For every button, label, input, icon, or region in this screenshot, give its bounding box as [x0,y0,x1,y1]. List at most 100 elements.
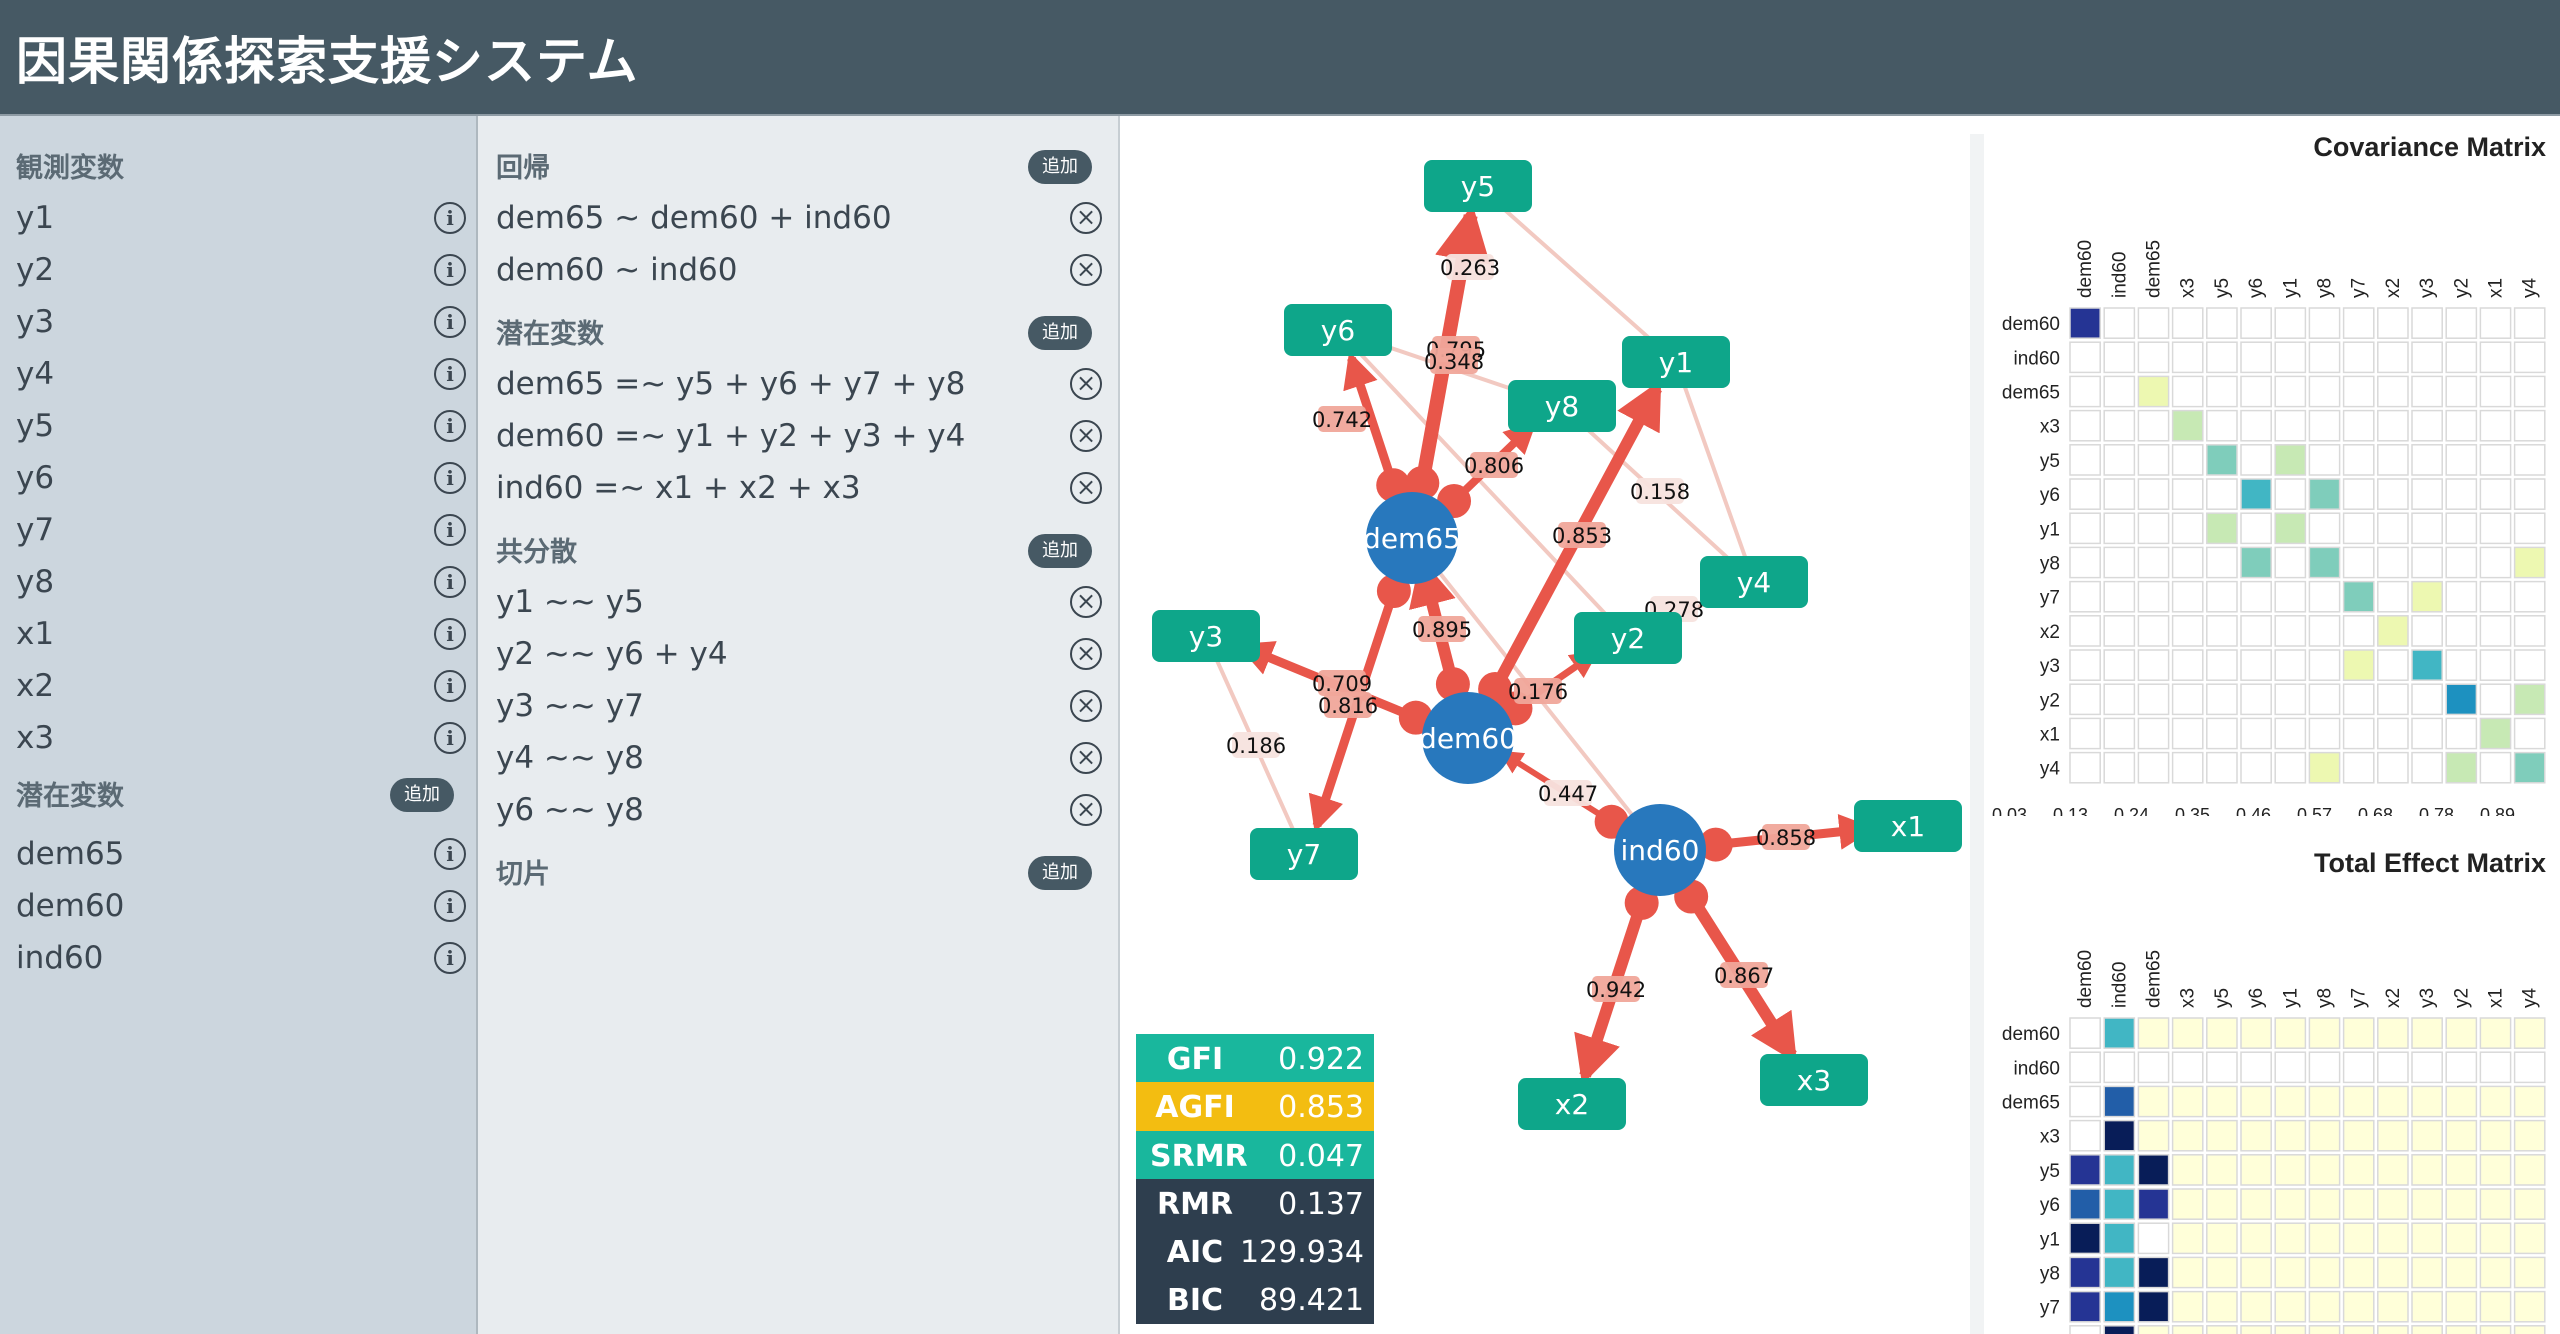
matrix-cell[interactable] [2206,1017,2238,1049]
matrix-cell[interactable] [2103,1085,2136,1118]
remove-icon[interactable]: × [1070,420,1102,452]
matrix-cell[interactable] [2240,1188,2272,1220]
matrix-cell[interactable] [2240,1085,2272,1118]
matrix-cell[interactable] [2103,1256,2136,1289]
matrix-cell[interactable] [2171,1222,2204,1255]
matrix-cell[interactable] [2206,1154,2238,1186]
add-regression-button[interactable]: 追加 [1028,150,1092,184]
matrix-cell[interactable] [2445,1222,2478,1255]
matrix-cell[interactable] [2171,717,2204,750]
matrix-cell[interactable] [2103,1222,2136,1255]
matrix-cell[interactable] [2206,1188,2238,1220]
matrix-cell[interactable] [2342,1222,2375,1255]
matrix-cell[interactable] [2513,1051,2546,1084]
add-covariance-button[interactable]: 追加 [1028,534,1092,568]
matrix-cell[interactable] [2069,1154,2101,1186]
matrix-cell[interactable] [2342,1119,2375,1152]
matrix-cell[interactable] [2445,751,2478,784]
matrix-cell[interactable] [2171,1325,2204,1334]
matrix-cell[interactable] [2240,1051,2272,1084]
info-icon[interactable]: i [434,202,466,234]
matrix-cell[interactable] [2445,1325,2478,1334]
matrix-cell[interactable] [2137,649,2170,681]
matrix-cell[interactable] [2411,1051,2443,1084]
matrix-cell[interactable] [2411,1119,2443,1152]
matrix-cell[interactable] [2069,717,2101,750]
matrix-cell[interactable] [2274,375,2307,408]
matrix-cell[interactable] [2342,512,2375,545]
path-edge[interactable] [1343,351,1398,487]
matrix-cell[interactable] [2479,546,2512,579]
matrix-cell[interactable] [2069,615,2101,647]
matrix-cell[interactable] [2240,1154,2272,1186]
matrix-cell[interactable] [2342,1256,2375,1289]
matrix-cell[interactable] [2171,341,2204,374]
matrix-cell[interactable] [2342,1051,2375,1084]
matrix-cell[interactable] [2479,751,2512,784]
matrix-cell[interactable] [2137,1290,2170,1323]
matrix-cell[interactable] [2103,1154,2136,1186]
matrix-cell[interactable] [2411,341,2443,374]
matrix-cell[interactable] [2445,615,2478,647]
matrix-cell[interactable] [2274,751,2307,784]
matrix-cell[interactable] [2342,751,2375,784]
matrix-cell[interactable] [2445,683,2478,716]
matrix-cell[interactable] [2411,751,2443,784]
matrix-cell[interactable] [2069,1051,2101,1084]
matrix-cell[interactable] [2240,580,2272,613]
matrix-cell[interactable] [2171,1051,2204,1084]
matrix-cell[interactable] [2479,1290,2512,1323]
matrix-cell[interactable] [2069,1290,2101,1323]
matrix-cell[interactable] [2479,1256,2512,1289]
matrix-cell[interactable] [2411,580,2443,613]
matrix-cell[interactable] [2342,478,2375,510]
matrix-cell[interactable] [2137,683,2170,716]
matrix-cell[interactable] [2206,1222,2238,1255]
matrix-cell[interactable] [2308,1119,2341,1152]
matrix-cell[interactable] [2274,1017,2307,1049]
matrix-cell[interactable] [2445,307,2478,339]
matrix-cell[interactable] [2411,546,2443,579]
matrix-cell[interactable] [2308,409,2341,442]
observed-node-y4[interactable]: y4 [1700,556,1808,608]
matrix-cell[interactable] [2240,615,2272,647]
matrix-cell[interactable] [2342,1290,2375,1323]
matrix-cell[interactable] [2377,1085,2409,1118]
matrix-cell[interactable] [2240,512,2272,545]
matrix-cell[interactable] [2377,683,2409,716]
matrix-cell[interactable] [2479,1325,2512,1334]
info-icon[interactable]: i [434,566,466,598]
remove-icon[interactable]: × [1070,638,1102,670]
matrix-cell[interactable] [2069,341,2101,374]
matrix-cell[interactable] [2342,717,2375,750]
matrix-cell[interactable] [2513,512,2546,545]
info-icon[interactable]: i [434,254,466,286]
matrix-cell[interactable] [2069,546,2101,579]
matrix-cell[interactable] [2274,478,2307,510]
matrix-cell[interactable] [2411,717,2443,750]
matrix-cell[interactable] [2206,1256,2238,1289]
matrix-cell[interactable] [2240,649,2272,681]
matrix-cell[interactable] [2103,683,2136,716]
matrix-cell[interactable] [2308,1256,2341,1289]
matrix-cell[interactable] [2513,444,2546,476]
info-icon[interactable]: i [434,670,466,702]
matrix-cell[interactable] [2342,546,2375,579]
matrix-cell[interactable] [2308,615,2341,647]
matrix-cell[interactable] [2206,1325,2238,1334]
matrix-cell[interactable] [2171,1085,2204,1118]
matrix-cell[interactable] [2137,444,2170,476]
edge-handle[interactable] [1698,827,1733,862]
matrix-cell[interactable] [2445,375,2478,408]
matrix-cell[interactable] [2137,1017,2170,1049]
matrix-cell[interactable] [2069,649,2101,681]
matrix-cell[interactable] [2342,307,2375,339]
matrix-cell[interactable] [2103,1188,2136,1220]
matrix-cell[interactable] [2069,1222,2101,1255]
matrix-cell[interactable] [2274,341,2307,374]
